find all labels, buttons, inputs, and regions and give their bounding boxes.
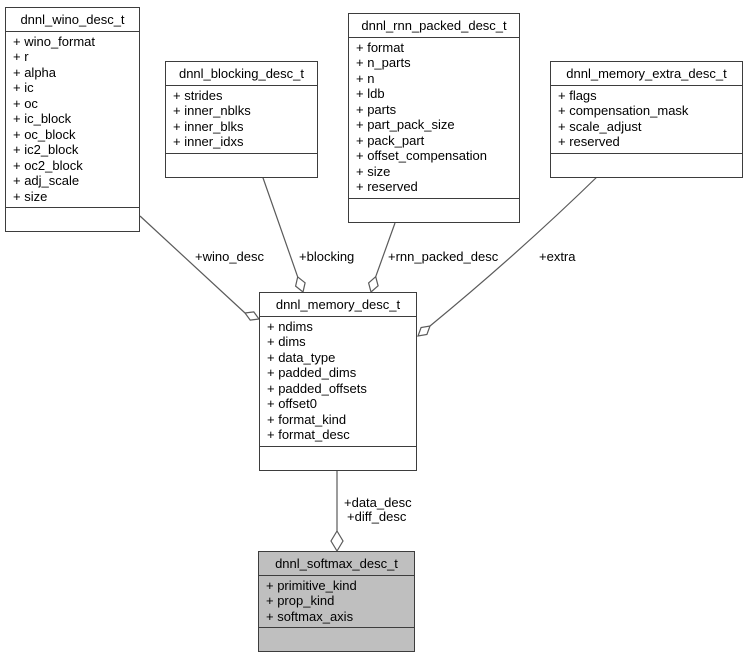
edge-label-blocking: +blocking (299, 249, 355, 264)
class-field: + wino_format (13, 33, 96, 49)
class-fields: + primitive_kind+ prop_kind+ softmax_axi… (259, 575, 414, 628)
class-title: dnnl_memory_desc_t (260, 293, 416, 317)
class-field: + compensation_mask (558, 103, 689, 118)
edge-label-wino-desc: +wino_desc (195, 249, 265, 264)
class-field: + inner_nblks (173, 103, 251, 118)
class-field: + ldb (356, 86, 385, 101)
class-empty-compartment (349, 199, 519, 222)
class-fields: + flags+ compensation_mask+ scale_adjust… (551, 86, 742, 154)
class-field: + ic (13, 80, 34, 95)
class-title: dnnl_memory_extra_desc_t (551, 62, 742, 86)
class-node-dnnl-blocking-desc-t[interactable]: dnnl_blocking_desc_t + strides+ inner_nb… (165, 61, 318, 178)
class-field: + padded_offsets (267, 380, 367, 396)
class-field: + n_parts (356, 55, 411, 70)
class-field: + padded_dims (267, 365, 357, 380)
class-field: + ndims (267, 318, 313, 334)
class-title: dnnl_wino_desc_t (6, 8, 139, 32)
class-field: + prop_kind (266, 593, 335, 608)
class-field: + strides (173, 87, 223, 103)
aggregation-diamond-extra (417, 325, 431, 337)
class-field: + format_kind (267, 411, 347, 427)
class-field: + adj_scale (13, 173, 80, 188)
class-node-dnnl-rnn-packed-desc-t[interactable]: dnnl_rnn_packed_desc_t + format+ n_parts… (348, 13, 520, 223)
class-field: + format_desc (267, 427, 350, 442)
class-empty-compartment (260, 447, 416, 470)
edge-wino-desc (139, 215, 246, 314)
aggregation-diamond-wino (243, 311, 261, 321)
edge-label-rnn-packed-desc: +rnn_packed_desc (388, 249, 499, 264)
class-empty-compartment (551, 154, 742, 177)
class-field: + oc_block (13, 126, 76, 142)
class-field: + size (356, 163, 391, 179)
class-title: dnnl_rnn_packed_desc_t (349, 14, 519, 38)
class-empty-compartment (166, 154, 317, 177)
class-node-dnnl-softmax-desc-t-current: dnnl_softmax_desc_t + primitive_kind+ pr… (258, 551, 415, 652)
aggregation-diamond-data (330, 529, 344, 553)
class-field: + flags (558, 87, 597, 103)
class-field: + softmax_axis (266, 608, 354, 624)
class-field: + primitive_kind (266, 577, 357, 593)
class-field: + alpha (13, 64, 57, 80)
class-field: + inner_blks (173, 118, 244, 134)
aggregation-diamond-rnn (367, 275, 379, 294)
class-fields: + format+ n_parts+ n+ ldb+ parts+ part_p… (349, 38, 519, 199)
class-field: + format (356, 39, 405, 55)
class-node-dnnl-wino-desc-t[interactable]: dnnl_wino_desc_t + wino_format+ r+ alpha… (5, 7, 140, 232)
class-field: + inner_idxs (173, 134, 244, 149)
class-field: + r (13, 49, 29, 64)
class-field: + data_type (267, 349, 336, 365)
class-field: + offset_compensation (356, 148, 487, 163)
class-field: + reserved (558, 134, 620, 149)
class-title: dnnl_softmax_desc_t (259, 552, 414, 576)
class-empty-compartment (6, 208, 139, 231)
class-field: + oc (13, 95, 38, 111)
class-field: + parts (356, 101, 397, 117)
edge-label-extra: +extra (539, 249, 576, 264)
edge-label-diff-desc: +diff_desc (347, 509, 407, 524)
class-fields: + wino_format+ r+ alpha+ ic+ oc+ ic_bloc… (6, 32, 139, 208)
class-empty-compartment (259, 628, 414, 651)
class-node-dnnl-memory-extra-desc-t[interactable]: dnnl_memory_extra_desc_t + flags+ compen… (550, 61, 743, 178)
edge-label-data-desc: +data_desc (344, 495, 412, 510)
class-field: + ic2_block (13, 142, 79, 157)
class-node-dnnl-memory-desc-t[interactable]: dnnl_memory_desc_t + ndims+ dims+ data_t… (259, 292, 417, 471)
class-fields: + ndims+ dims+ data_type+ padded_dims+ p… (260, 317, 416, 447)
class-field: + ic_block (13, 111, 72, 126)
aggregation-diamond-blocking (294, 275, 306, 294)
class-field: + pack_part (356, 132, 425, 148)
edge-blocking (261, 174, 299, 278)
class-field: + oc2_block (13, 157, 83, 173)
class-field: + size (13, 188, 48, 204)
class-field: + dims (267, 334, 306, 349)
class-title: dnnl_blocking_desc_t (166, 62, 317, 86)
class-field: + scale_adjust (558, 118, 642, 134)
class-field: + offset0 (267, 396, 317, 411)
class-fields: + strides+ inner_nblks+ inner_blks+ inne… (166, 86, 317, 154)
class-field: + n (356, 70, 375, 86)
class-field: + reserved (356, 179, 418, 194)
class-field: + part_pack_size (356, 117, 455, 132)
